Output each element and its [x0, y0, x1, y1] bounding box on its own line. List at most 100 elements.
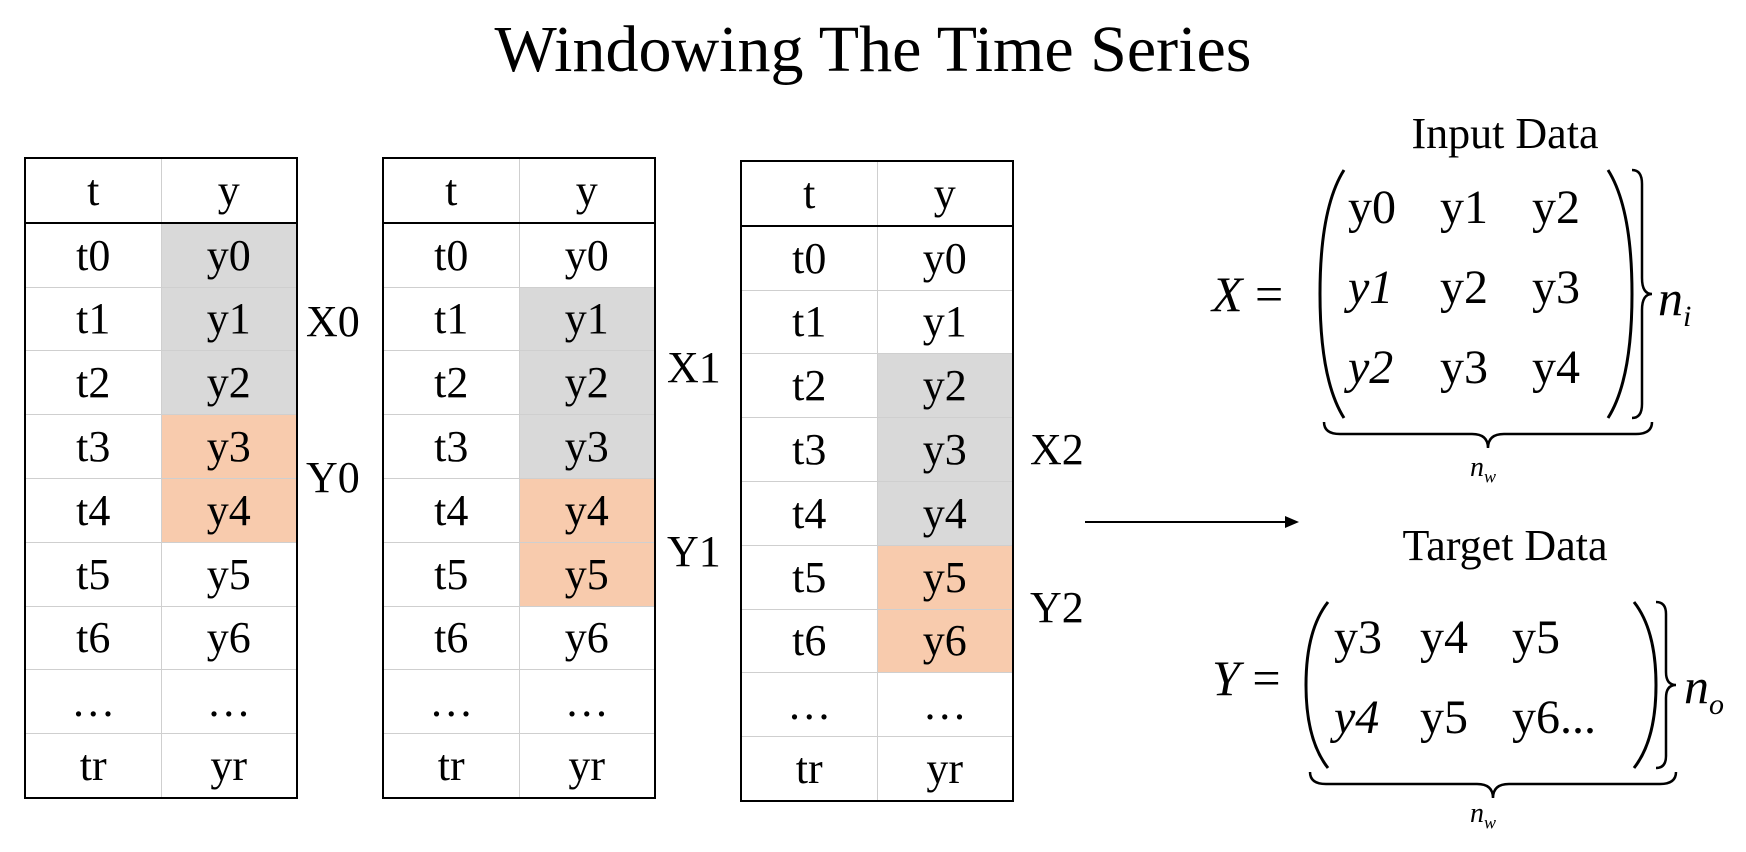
time-cell: tr [742, 736, 878, 800]
value-cell: y6 [519, 606, 654, 671]
time-cell: tr [384, 733, 520, 797]
input-matrix-var: X [1212, 266, 1243, 322]
input-col-count: nw [1470, 452, 1497, 487]
matrix-entry: y2 [1532, 181, 1580, 234]
value-cell: yr [568, 741, 606, 791]
value-cell: y4 [161, 478, 296, 543]
value-cell: y5 [519, 542, 654, 607]
bottom-brace-icon [1322, 421, 1654, 449]
time-cell: t5 [26, 542, 162, 607]
time-cell: t3 [384, 414, 520, 479]
value-cell: y3 [519, 414, 654, 479]
right-paren-icon [1632, 601, 1658, 769]
bottom-brace-icon [1308, 771, 1678, 799]
time-cell: … [742, 672, 878, 738]
matrix-entry: y2 [1440, 261, 1488, 314]
value-cell: y1 [161, 287, 296, 352]
header-cell-t: t [26, 159, 162, 224]
value-cell: … [877, 672, 1012, 738]
matrix-entry: y2 [1348, 341, 1394, 394]
value-cell: y6 [161, 606, 296, 671]
matrix-entry: y3 [1440, 341, 1488, 394]
matrix-entry: y3 [1334, 611, 1382, 664]
transform-arrow [1085, 516, 1299, 528]
matrix-entry: y4 [1334, 691, 1380, 744]
time-cell: t3 [742, 417, 878, 482]
diagram-title: Windowing The Time Series [494, 13, 1252, 86]
value-cell: y2 [519, 350, 654, 416]
value-cell: y2 [161, 350, 296, 416]
time-cell: t0 [742, 225, 878, 291]
time-cell: t1 [742, 290, 878, 355]
time-cell: … [26, 669, 162, 735]
time-cell: t1 [384, 287, 520, 352]
header-cell-t: t [384, 159, 520, 224]
matrix-entry: y4 [1420, 611, 1468, 664]
matrix-entry: y1 [1348, 261, 1394, 314]
header-cell-t: t [742, 162, 878, 227]
window-label-y1: Y1 [667, 527, 721, 576]
target-matrix: y3 y4 y5 y4 y5 y6... [1334, 598, 1632, 758]
window-label-x0: X0 [306, 297, 360, 346]
target-col-count: nw [1470, 798, 1497, 833]
value-cell: y3 [161, 414, 296, 479]
matrix-entry: y5 [1512, 611, 1560, 664]
value-cell: … [161, 669, 296, 735]
matrix-entry: y0 [1348, 181, 1396, 234]
time-cell: t5 [742, 545, 878, 610]
time-cell: t4 [742, 481, 878, 546]
time-cell: t1 [26, 287, 162, 352]
value-cell: yr [926, 744, 964, 794]
input-row-count: ni [1658, 270, 1692, 333]
target-data-caption: Target Data [1402, 521, 1608, 570]
header-cell-y: y [161, 159, 296, 224]
value-cell: y0 [877, 225, 1012, 291]
matrix-entry: y6... [1512, 691, 1596, 744]
value-cell: … [519, 669, 654, 735]
header-cell-y: y [519, 159, 654, 224]
time-cell: … [384, 669, 520, 735]
time-cell: t2 [26, 350, 162, 416]
time-cell: t0 [26, 222, 162, 288]
value-cell: y4 [877, 481, 1012, 546]
window-label-y2: Y2 [1030, 583, 1084, 632]
left-paren-icon [1318, 169, 1346, 419]
time-cell: t0 [384, 222, 520, 288]
value-cell: yr [210, 741, 248, 791]
time-cell: t2 [742, 353, 878, 419]
matrix-entry: y5 [1420, 691, 1468, 744]
equals-sign: = [1252, 650, 1281, 706]
input-data-caption: Input Data [1411, 109, 1599, 158]
target-row-count: no [1684, 658, 1724, 721]
window-label-x1: X1 [667, 343, 721, 392]
value-cell: y5 [877, 545, 1012, 610]
value-cell: y4 [519, 478, 654, 543]
value-cell: y1 [877, 290, 1012, 355]
table-row: …… [742, 672, 1012, 738]
time-cell: t4 [384, 478, 520, 543]
value-cell: y0 [161, 222, 296, 288]
time-cell: t2 [384, 350, 520, 416]
